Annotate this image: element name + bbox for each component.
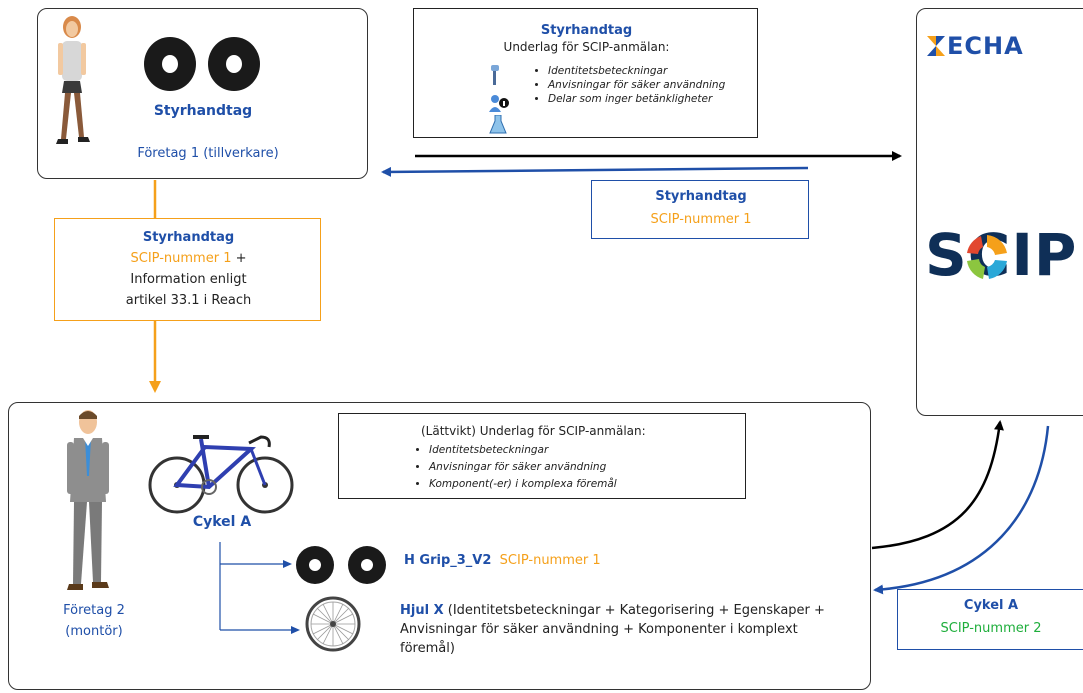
supply-line3: artikel 33.1 i Reach [125,293,252,308]
grip-name: H Grip_3_V2 [404,553,492,568]
scip-logo-swirl [967,235,1007,279]
user-info-icon [489,95,509,112]
light-info-bullet: Komponent(-er) i komplexa föremål [429,476,759,493]
wheel-desc: (Identitetsbeteckningar + Kategorisering… [400,603,825,656]
return-arrow-top [381,166,809,177]
supply-number-line: SCIP-nummer 1 + [55,251,322,266]
supply-plus: + [231,251,247,266]
scip-logo-text: SCIP [925,221,1078,289]
submission-arrow-bottom [871,420,1004,550]
light-info-bullets: Identitetsbeteckningar Anvisningar för s… [403,442,759,493]
info-title: Styrhandtag [540,23,633,38]
echa-logo-icon [927,36,945,56]
scip-box-2-number: SCIP-nummer 2 [940,621,1042,636]
scip-box-number: SCIP-nummer 1 [650,212,752,227]
echa-logo-text: ECHA [947,32,1024,60]
company-label: Företag 1 (tillverkare) [137,146,279,161]
grip-scip-number: SCIP-nummer 1 [499,553,601,568]
product-label: Styrhandtag [153,103,253,119]
handlebar-grips-icon [144,37,260,91]
info-bullet: Anvisningar för säker användning [548,78,778,92]
scip-number-box-1: Styrhandtag SCIP-nummer 1 [591,180,809,239]
supply-line2: Information enligt [130,272,247,287]
scip-box-title: Styrhandtag [655,189,747,204]
echa-scip-panel: ECHA SCIP [916,8,1083,416]
supply-number: SCIP-nummer 1 [130,251,232,266]
supply-title: Styrhandtag [142,230,235,245]
company2-box: Cykel A Företag 2 (montör) (Lättvikt) Un… [8,402,871,690]
info-bullet: Identitetsbeteckningar [548,64,778,78]
company2-label-line2: (montör) [65,624,123,639]
supply-info-box: Styrhandtag SCIP-nummer 1 + Information … [54,218,321,321]
scip-number-box-2: Cykel A SCIP-nummer 2 [897,589,1083,650]
woman-icon [56,16,90,144]
grip-component-icon [296,546,386,584]
grip-component-line: H Grip_3_V2 SCIP-nummer 1 [404,553,601,568]
component-tree-line [219,542,297,631]
tag-icon [491,65,499,85]
light-info-bullet: Identitetsbeteckningar [429,442,759,459]
bicycle-icon [148,435,294,514]
info-bullets: Identitetsbeteckningar Anvisningar för s… [522,64,778,106]
light-info-box: (Lättvikt) Underlag för SCIP-anmälan: Id… [338,413,746,499]
hazard-flask-icon [489,115,507,134]
notification-info-box: Styrhandtag Underlag för SCIP-anmälan: I… [413,8,758,138]
man-icon [67,410,109,590]
bike-label: Cykel A [192,514,252,530]
wheel-component-desc: Hjul X (Identitetsbeteckningar + Kategor… [400,601,840,658]
wheel-component-icon [305,596,361,652]
company1-box: Styrhandtag Företag 1 (tillverkare) [37,8,368,179]
info-subtitle: Underlag för SCIP-anmälan: [503,40,670,54]
company2-label-line1: Företag 2 [63,603,125,618]
light-info-title: (Lättvikt) Underlag för SCIP-anmälan: [421,424,646,438]
scip-box-2-title: Cykel A [963,598,1019,613]
light-info-bullet: Anvisningar för säker användning [429,459,759,476]
return-arrow-bottom [873,425,1050,595]
info-bullet: Delar som inger betänkligheter [548,92,778,106]
wheel-name: Hjul X [400,603,444,618]
